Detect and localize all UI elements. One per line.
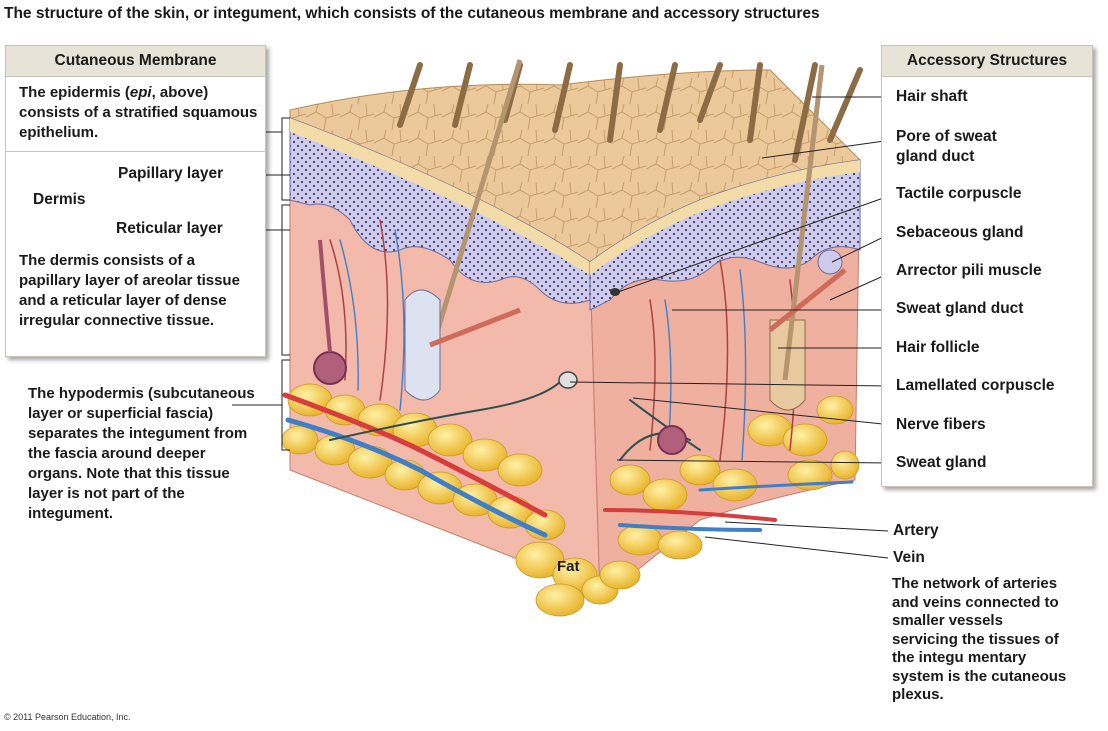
sweat-gland-left	[313, 351, 347, 385]
hypodermis-description: The hypodermis (subcutaneous layer or su…	[28, 385, 255, 522]
small-veins	[339, 229, 747, 461]
arrector-pili	[768, 268, 847, 332]
reticular-layer-label: Reticular layer	[116, 220, 223, 237]
sweat-gland-right	[657, 425, 687, 455]
label-lamellated-corpuscle: Lamellated corpuscle	[896, 377, 1055, 394]
cutaneous-plexus-description: The network of arteries and veins connec…	[892, 575, 1067, 703]
label-arrector-pili-muscle: Arrector pili muscle	[896, 262, 1042, 279]
vein-right-top	[698, 480, 854, 492]
vein-right	[618, 523, 762, 532]
label-sweat-gland: Sweat gland	[896, 454, 987, 471]
accessory-structures-panel: Accessory Structures	[881, 45, 1093, 487]
panel-divider	[6, 151, 265, 152]
sebaceous-gland	[817, 249, 843, 275]
label-hair-shaft: Hair shaft	[896, 88, 968, 105]
right-stratum-top	[590, 160, 860, 275]
dermis-label: Dermis	[33, 191, 86, 208]
label-sweat-gland-duct: Sweat gland duct	[896, 300, 1024, 317]
label-pore-of-sweat-gland-duct: Pore of sweat gland duct	[896, 128, 997, 165]
lamellated-corpuscle	[558, 371, 578, 389]
vein-left	[285, 417, 548, 538]
epidermis-description: The epidermis (epi, above) consists of a…	[19, 84, 258, 141]
artery-right	[603, 508, 777, 522]
left-stratum-top	[290, 118, 590, 275]
label-fat: Fat	[557, 558, 580, 575]
label-nerve-fibers: Nerve fibers	[896, 416, 986, 433]
copyright-notice: © 2011 Pearson Education, Inc.	[4, 712, 131, 722]
figure-title: The structure of the skin, or integument…	[4, 5, 820, 22]
artery-left	[282, 392, 548, 518]
cutaneous-membrane-panel: Cutaneous Membrane The epidermis (epi, a…	[5, 45, 266, 357]
tactile-corpuscle	[610, 288, 620, 296]
dermis-description: The dermis consists of a papillary layer…	[19, 252, 240, 329]
fat-lobules	[281, 383, 860, 617]
hair-follicle-left	[404, 289, 441, 401]
label-tactile-corpuscle: Tactile corpuscle	[896, 185, 1022, 202]
papillary-layer-label: Papillary layer	[118, 165, 224, 182]
cutaneous-membrane-heading: Cutaneous Membrane	[6, 46, 265, 77]
label-artery: Artery	[893, 522, 939, 539]
small-vessels	[329, 219, 796, 461]
label-vein: Vein	[893, 549, 925, 566]
hair-shaft-right	[782, 64, 825, 381]
label-hair-follicle: Hair follicle	[896, 339, 980, 356]
label-sebaceous-gland: Sebaceous gland	[896, 224, 1024, 241]
accessory-structures-heading: Accessory Structures	[882, 46, 1092, 77]
